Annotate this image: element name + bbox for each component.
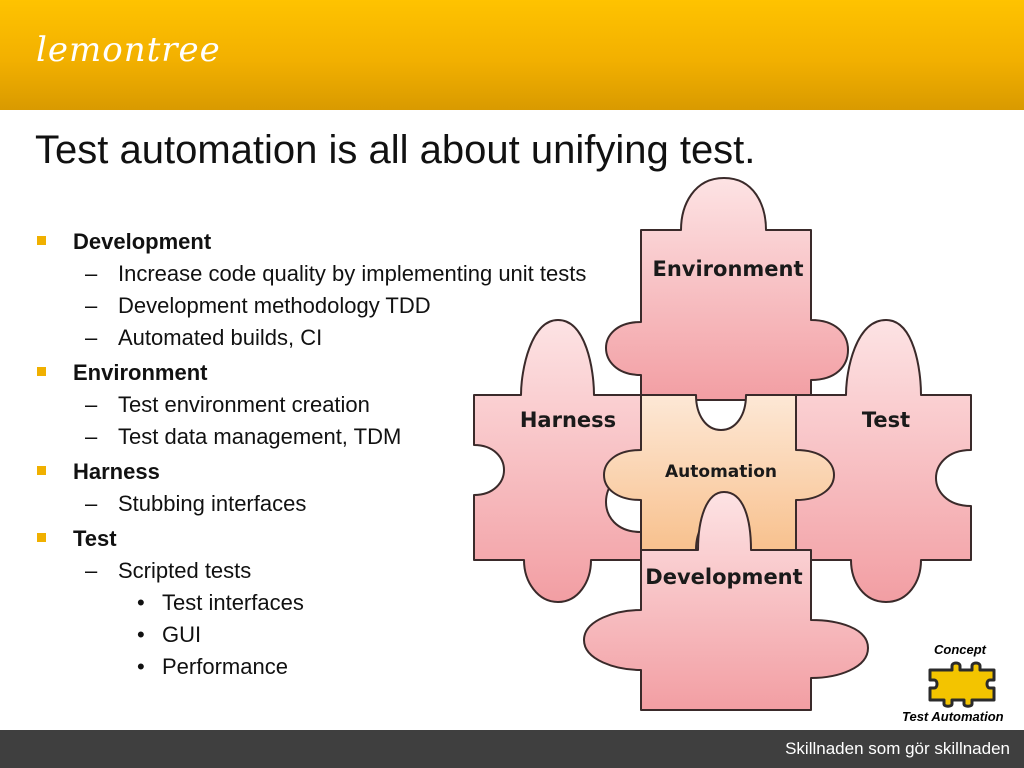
sub-bullet-label: Scripted tests [118,558,252,583]
concept-label: Concept [934,642,986,657]
dash-bullet-icon: – [85,392,98,417]
dash-bullet-icon: – [85,293,98,318]
sub-bullet: –Scripted tests [35,558,635,584]
bullet-test: Test [35,523,635,555]
development-piece [583,491,869,711]
sub-bullet: –Increase code quality by implementing u… [35,261,635,287]
lemontree-logo: lemontree [36,30,221,70]
sub-sub-bullet-label: GUI [162,622,202,647]
footer-tagline: Skillnaden som gör skillnaden [785,739,1010,758]
dash-bullet-icon: – [85,325,98,350]
environment-label: Environment [652,257,803,281]
dash-bullet-icon: – [85,424,98,449]
sub-bullet: –Automated builds, CI [35,325,635,351]
sub-bullet-label: Test environment creation [118,392,370,417]
automation-label: Automation [665,462,777,482]
sub-bullet: –Test data management, TDM [35,424,635,450]
footer-bar: Skillnaden som gör skillnaden [0,730,1024,768]
square-bullet-icon [37,533,46,542]
test-piece [795,319,972,603]
bullet-label: Harness [73,459,160,484]
bullet-development: Development [35,226,635,258]
sub-sub-bullet: • Test interfaces [35,590,635,616]
square-bullet-icon [37,236,46,245]
square-bullet-icon [37,466,46,475]
header-bar: lemontree [0,0,1024,110]
sub-bullet: –Development methodology TDD [35,293,635,319]
development-label: Development [645,565,802,589]
bullet-environment: Environment [35,357,635,389]
dash-bullet-icon: – [85,261,98,286]
slide-title: Test automation is all about unifying te… [35,128,756,172]
puzzle-diagram: Environment Harness Test Automation Deve… [473,177,972,711]
sub-bullet-label: Stubbing interfaces [118,491,307,516]
bullet-harness: Harness [35,456,635,488]
dot-bullet-icon: • [137,590,145,615]
bullet-list: Development –Increase code quality by im… [35,226,635,686]
dot-bullet-icon: • [137,654,145,679]
square-bullet-icon [37,367,46,376]
bullet-label: Test [73,526,117,551]
dot-bullet-icon: • [137,622,145,647]
sub-bullet-label: Increase code quality by implementing un… [118,261,587,286]
dash-bullet-icon: – [85,558,98,583]
sub-bullet-label: Development methodology TDD [118,293,431,318]
concept-caption: Test Automation [902,709,1004,724]
sub-sub-bullet-label: Test interfaces [162,590,304,615]
sub-bullet-label: Test data management, TDM [118,424,402,449]
sub-sub-bullet-label: Performance [162,654,288,679]
concept-badge: Concept Test Automation [898,638,1024,728]
sub-sub-bullet: • Performance [35,654,635,680]
sub-bullet: –Stubbing interfaces [35,491,635,517]
bullet-label: Environment [73,360,208,385]
sub-bullet-label: Automated builds, CI [118,325,323,350]
harness-label: Harness [520,408,616,432]
puzzle-icon [928,661,996,708]
dash-bullet-icon: – [85,491,98,516]
bullet-label: Development [73,229,212,254]
sub-bullet: –Test environment creation [35,392,635,418]
environment-piece [605,177,849,401]
sub-sub-bullet: • GUI [35,622,635,648]
test-label: Test [862,408,910,432]
